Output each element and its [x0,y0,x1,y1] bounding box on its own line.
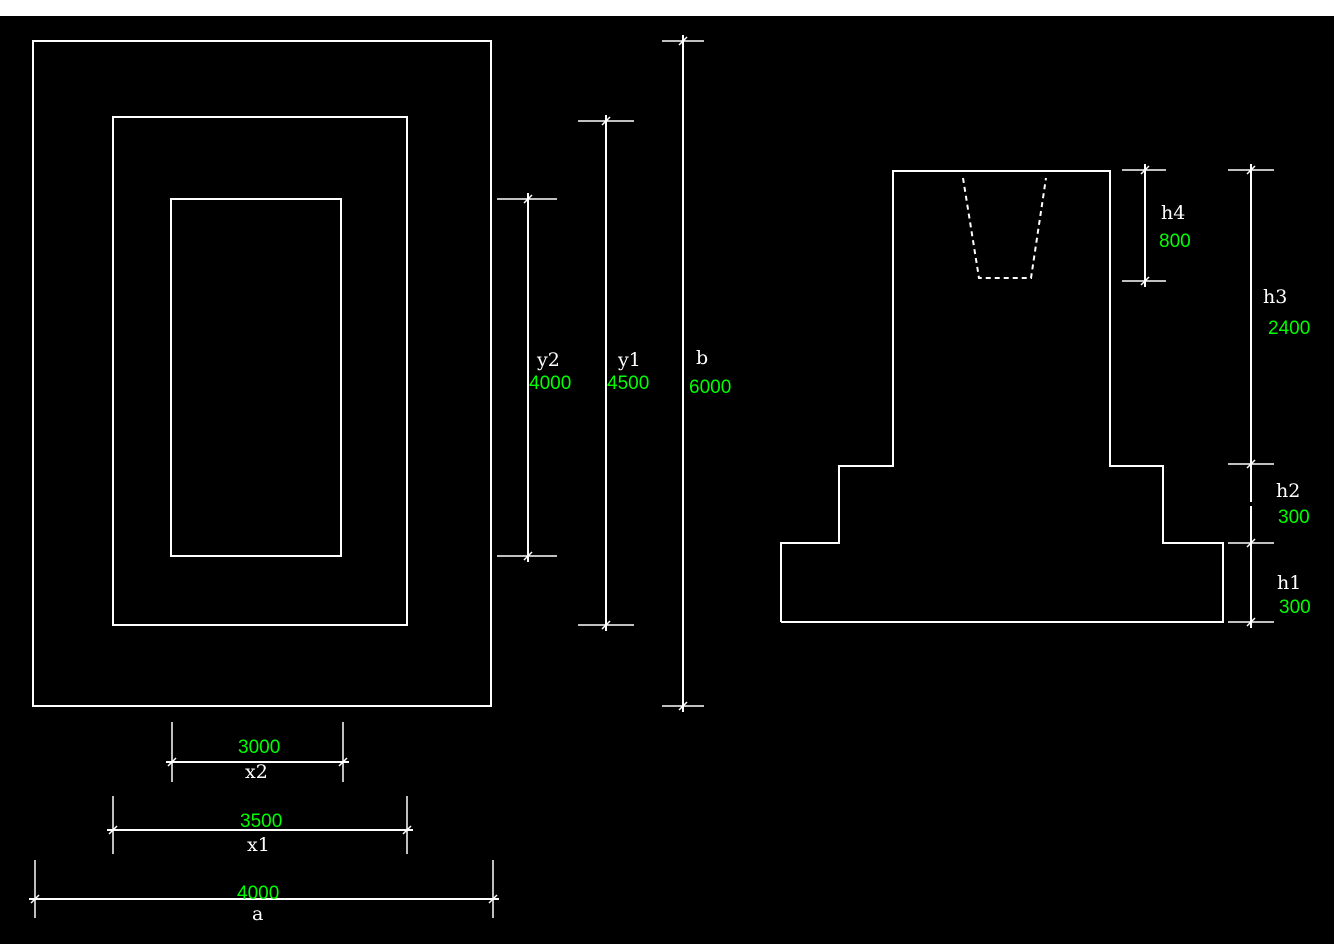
dim-y1-value: 4500 [607,373,649,394]
top-bar [0,0,1334,16]
dim-chain-h [1228,164,1274,628]
dim-h1-label: h1 [1277,572,1301,594]
dim-x1-label: x1 [247,834,270,856]
dim-h3-value: 2400 [1268,318,1310,339]
dim-b: b 6000 [662,35,731,712]
dim-h4-value: 800 [1159,231,1191,252]
dim-b-value: 6000 [689,377,731,398]
dim-x2-value: 3000 [238,737,280,758]
dim-h2-value: 300 [1278,507,1310,528]
dim-a: 4000 a [29,860,499,925]
section-view [780,170,1224,623]
plan-view [32,40,492,707]
dim-y2-value: 4000 [529,373,571,394]
dim-x2: 3000 x2 [166,722,349,783]
dim-h2-label: h2 [1276,480,1300,502]
dim-h1-value: 300 [1279,597,1311,618]
dim-h3-label: h3 [1263,286,1287,308]
dim-x1: 3500 x1 [107,796,413,856]
dim-y2: y2 4000 [497,193,571,562]
dim-y1-label: y1 [617,349,641,371]
plan-outer-rect-a-b [32,40,492,707]
dim-a-value: 4000 [237,883,279,904]
socket-cup-dashed [962,177,1047,279]
dim-b-label: b [696,347,708,369]
dim-x1-value: 3500 [240,811,282,832]
dim-y1: y1 4500 [578,115,649,631]
section-outline [780,170,1224,623]
dim-y2-label: y2 [536,349,560,371]
dim-h4-label: h4 [1161,202,1185,224]
dim-x2-label: x2 [245,761,268,783]
plan-middle-rect-x1-y1 [112,116,408,626]
dim-a-label: a [252,903,263,925]
dim-h4: h4 800 [1122,164,1191,287]
plan-inner-rect-x2-y2 [170,198,342,557]
